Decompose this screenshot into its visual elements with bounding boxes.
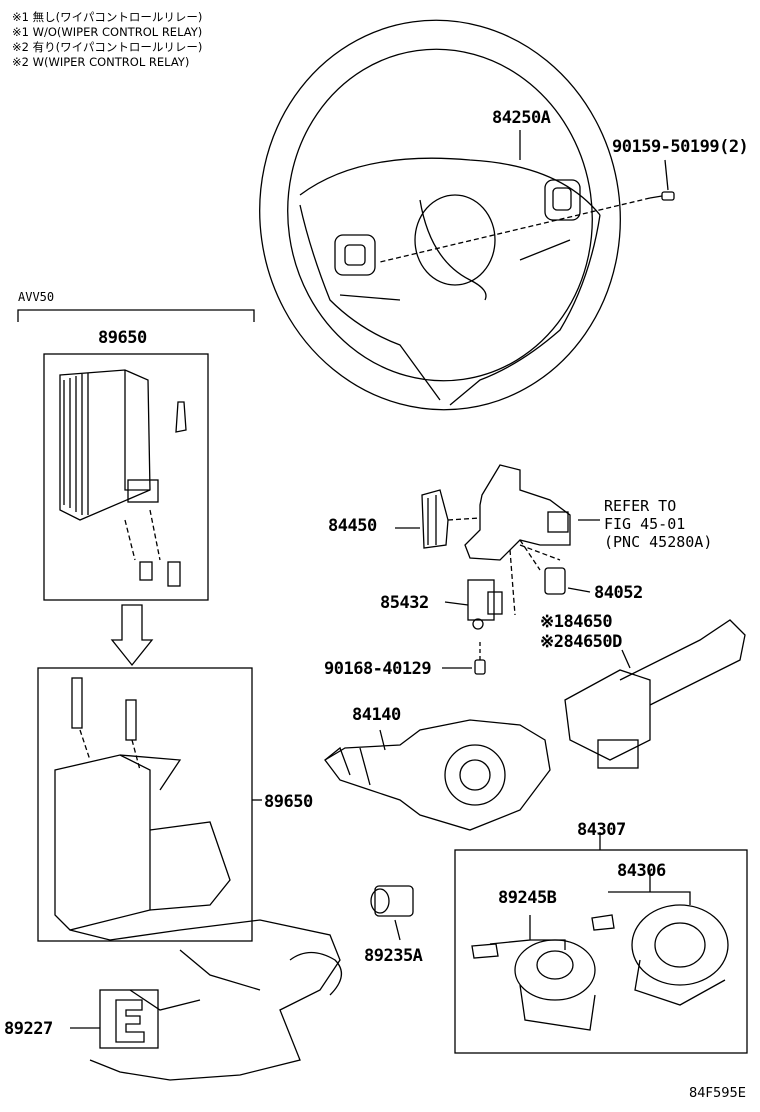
part-label-90159[interactable]: 90159-50199(2) bbox=[612, 137, 749, 157]
note-line: ※2 有り(ワイパコントロールリレー) bbox=[12, 40, 203, 54]
part-label-89227[interactable]: 89227 bbox=[4, 1019, 53, 1039]
bolt-90159-illustration bbox=[379, 191, 675, 263]
part-label-84250A[interactable]: 84250A bbox=[492, 108, 551, 128]
refer-line: FIG 45-01 bbox=[604, 515, 686, 533]
screw-90168-illustration bbox=[474, 640, 486, 675]
part-label-84650[interactable]: ※184650 bbox=[540, 612, 613, 632]
bracket-assembly-illustration bbox=[447, 464, 571, 616]
leader-84306 bbox=[608, 870, 691, 905]
part-label-84140[interactable]: 84140 bbox=[352, 705, 401, 725]
clamp-84450-illustration bbox=[421, 489, 449, 549]
note-line: ※2 W(WIPER CONTROL RELAY) bbox=[12, 55, 190, 69]
figure-code: 84F595E bbox=[688, 1086, 746, 1101]
part-label-89245B[interactable]: 89245B bbox=[498, 888, 557, 908]
part-label-89650-side[interactable]: 89650 bbox=[264, 792, 313, 812]
part-label-84306[interactable]: 84306 bbox=[617, 861, 666, 881]
part-label-84052[interactable]: 84052 bbox=[594, 583, 643, 603]
box-89650-top bbox=[43, 353, 209, 601]
part-label-84307[interactable]: 84307 bbox=[577, 820, 626, 840]
sensor-85432-illustration bbox=[467, 579, 503, 630]
box-84307 bbox=[454, 849, 748, 1054]
leader-89235A bbox=[394, 919, 401, 941]
module-89650-installed-illustration bbox=[54, 677, 231, 931]
refer-note: REFER TO FIG 45-01 (PNC 45280A) bbox=[604, 497, 712, 551]
part-label-89650-top[interactable]: 89650 bbox=[98, 328, 147, 348]
refer-line: REFER TO bbox=[604, 497, 677, 515]
sensor-89235A-illustration bbox=[370, 885, 414, 917]
leader-89245B bbox=[489, 915, 566, 950]
variant-label: AVV50 bbox=[18, 290, 55, 304]
refer-line: (PNC 45280A) bbox=[604, 533, 713, 551]
part-label-90168[interactable]: 90168-40129 bbox=[324, 659, 432, 679]
sensor-89245B-illustration bbox=[471, 939, 596, 1031]
leader-84140 bbox=[379, 729, 386, 751]
leader-90159 bbox=[664, 159, 669, 191]
box-89650-side bbox=[37, 667, 253, 942]
switch-84650-illustration bbox=[564, 619, 746, 769]
part-label-84450[interactable]: 84450 bbox=[328, 516, 377, 536]
avv50-bracket bbox=[17, 309, 255, 322]
part-label-89235A[interactable]: 89235A bbox=[364, 946, 423, 966]
spiral-cable-84306-illustration bbox=[591, 904, 729, 1006]
leader-84650 bbox=[621, 649, 631, 669]
note-line: ※1 W/O(WIPER CONTROL RELAY) bbox=[12, 25, 203, 39]
module-89650-illustration bbox=[59, 369, 187, 587]
notes-block: ※1 無し(ワイパコントロールリレー) ※1 W/O(WIPER CONTROL… bbox=[12, 10, 202, 70]
steering-wheel-illustration bbox=[259, 19, 621, 411]
part-label-84650D[interactable]: ※284650D bbox=[540, 632, 622, 652]
part-label-85432[interactable]: 85432 bbox=[380, 593, 429, 613]
instrument-panel-illustration bbox=[69, 919, 342, 1081]
switch-84140-illustration bbox=[324, 719, 551, 831]
switch-84052-illustration bbox=[544, 567, 566, 595]
leader-84052 bbox=[567, 587, 591, 593]
leader-85432 bbox=[444, 601, 469, 606]
note-line: ※1 無し(ワイパコントロールリレー) bbox=[12, 10, 203, 24]
down-arrow bbox=[110, 604, 154, 667]
